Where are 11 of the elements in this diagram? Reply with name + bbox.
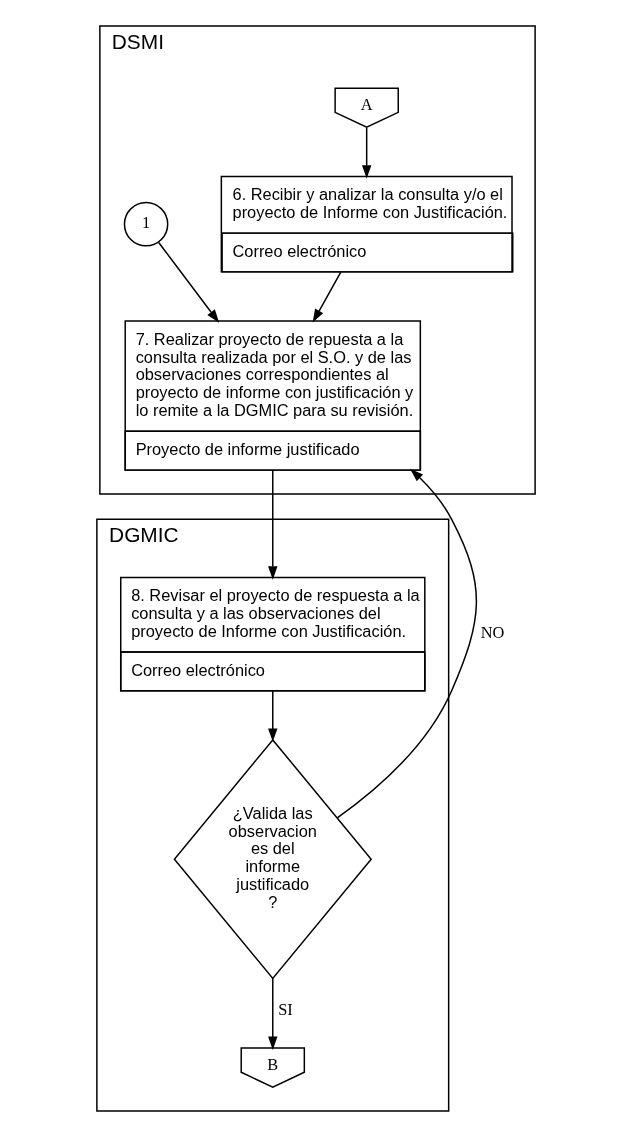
arrow	[336, 468, 478, 819]
arrow	[157, 241, 220, 323]
arrow	[268, 469, 278, 580]
node-circle: 1	[123, 201, 169, 247]
edge-label: SI	[278, 1000, 293, 1020]
arrow	[268, 690, 278, 742]
arrow	[362, 127, 372, 179]
node-diamond: ¿Valida las observacion es del informe justificado ?	[173, 738, 373, 980]
edge-label: NO	[480, 623, 505, 643]
arrow	[268, 977, 278, 1050]
arrow	[312, 271, 342, 323]
